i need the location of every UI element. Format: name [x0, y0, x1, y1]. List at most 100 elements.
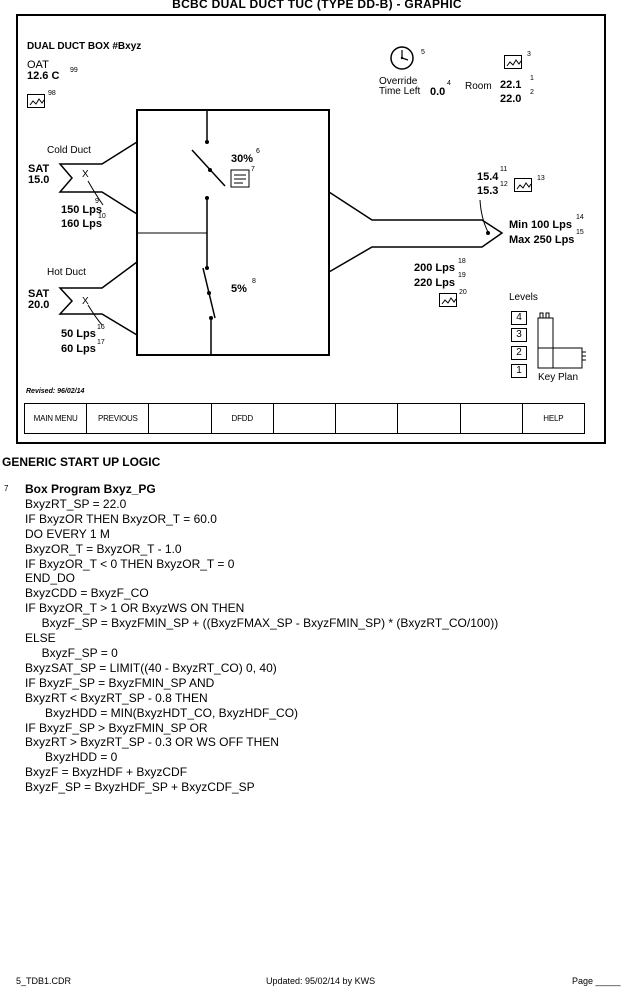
hot-duct-label: Hot Duct — [47, 267, 86, 278]
section-title: GENERIC START UP LOGIC — [2, 455, 161, 469]
footer-updated: Updated: 95/02/14 by KWS — [266, 976, 376, 986]
code-line: BxyzF = BxyzHDF + BxyzCDF — [25, 765, 188, 780]
code-ref: 7 — [4, 484, 9, 493]
oat-label: OAT — [27, 59, 49, 71]
level-1-button[interactable]: 1 — [511, 364, 527, 378]
oat-trend-ref: 98 — [48, 90, 56, 97]
override-label: Override — [379, 76, 418, 87]
cold-sat-label: SAT — [28, 163, 50, 175]
discharge-temp-sp-ref: 12 — [500, 181, 508, 188]
code-line: IF BxyzOR_T > 1 OR BxyzWS ON THEN — [25, 601, 245, 616]
box-name: DUAL DUCT BOX #Bxyz — [27, 41, 142, 52]
hot-sat-value: 20.0 — [28, 299, 50, 311]
hot-sat-label: SAT — [28, 288, 50, 300]
graphic-panel — [16, 14, 606, 444]
code-line: BxyzOR_T = BxyzOR_T - 1.0 — [25, 541, 182, 556]
dfdd-button[interactable]: DFDD — [212, 404, 274, 433]
level-2-button[interactable]: 2 — [511, 346, 527, 360]
hot-damper-ref: 8 — [252, 278, 256, 285]
code-line: BxyzCDD = BxyzF_CO — [25, 586, 149, 601]
help-button[interactable]: HELP — [543, 414, 564, 423]
discharge-flow-sp-ref: 19 — [458, 272, 466, 279]
code-line: BxyzHDD = 0 — [25, 750, 118, 765]
discharge-flow-trend-icon[interactable] — [439, 293, 457, 307]
levels-label: Levels — [509, 292, 538, 303]
svg-text:X: X — [82, 169, 89, 180]
menu-slot-6[interactable] — [336, 404, 399, 433]
code-line: BxyzHDD = MIN(BxyzHDT_CO, BxyzHDF_CO) — [25, 705, 299, 720]
code-line: DO EVERY 1 M — [25, 526, 110, 541]
discharge-temp-trend-icon[interactable] — [514, 178, 532, 192]
room-trend-ref: 3 — [527, 51, 531, 58]
cold-sat-value: 15.0 — [28, 174, 50, 186]
oat-value: 12.6 C — [27, 70, 60, 82]
key-plan-label: Key Plan — [538, 372, 579, 383]
discharge-temp-ref: 11 — [500, 166, 508, 173]
room-temp-ref: 1 — [530, 75, 534, 82]
code-line: BxyzF_SP = BxyzFMIN_SP + ((BxyzFMAX_SP -… — [25, 616, 499, 631]
cold-damper-blade — [191, 149, 226, 187]
code-line: IF BxyzOR THEN BxyzOR_T = 60.0 — [25, 511, 217, 526]
menu-slot-8[interactable] — [461, 404, 523, 433]
override-value: 0.0 — [430, 86, 446, 98]
hot-flow: 50 Lps — [61, 328, 96, 340]
cold-flow: 150 Lps — [61, 204, 102, 216]
menu-slot-3[interactable] — [149, 404, 212, 433]
time-left-label: Time Left — [379, 86, 421, 97]
note-ref: 7 — [251, 166, 255, 173]
discharge-temp: 15.4 — [477, 171, 499, 183]
code-line: END_DO — [25, 571, 76, 586]
oat-trend-icon[interactable] — [27, 94, 45, 108]
code-line: BxyzRT > BxyzRT_SP - 0.3 OR WS OFF THEN — [25, 735, 279, 750]
cold-duct — [58, 141, 138, 215]
code-line: IF BxyzOR_T < 0 THEN BxyzOR_T = 0 — [25, 556, 235, 571]
level-4-button[interactable]: 4 — [511, 311, 527, 325]
hot-flow-ref: 16 — [97, 324, 105, 331]
code-line: IF BxyzF_SP > BxyzFMIN_SP OR — [25, 720, 208, 735]
discharge-min: Min 100 Lps — [509, 219, 572, 231]
cold-flow-sp: 160 Lps — [61, 218, 102, 230]
main-menu-button[interactable]: MAIN MENU — [25, 404, 88, 433]
logic-code: Box Program Bxyz_PG BxyzRT_SP = 22.0 IF … — [25, 482, 498, 795]
previous-button[interactable]: PREVIOUS — [87, 404, 150, 433]
menu-bar: MAIN MENU PREVIOUS DFDD HELP — [24, 403, 585, 434]
footer-page: Page _____ — [572, 976, 621, 986]
cold-flow-ref: 9 — [95, 198, 99, 205]
code-line: Box Program Bxyz_PG — [25, 482, 156, 496]
discharge-trend-ref: 13 — [537, 175, 545, 182]
cold-flow-sp-ref: 10 — [98, 213, 106, 220]
discharge-duct — [328, 191, 504, 273]
code-line: BxyzRT_SP = 22.0 — [25, 496, 127, 511]
svg-text:X: X — [82, 296, 89, 307]
clock-icon — [390, 46, 414, 70]
discharge-temp-sp: 15.3 — [477, 185, 499, 197]
room-setpoint-ref: 2 — [530, 89, 534, 96]
level-3-button[interactable]: 3 — [511, 328, 527, 342]
room-label: Room — [465, 81, 492, 92]
room-setpoint: 22.0 — [500, 93, 522, 105]
room-trend-icon[interactable] — [504, 55, 522, 69]
note-icon — [230, 169, 250, 188]
discharge-min-ref: 14 — [576, 214, 584, 221]
hot-flow-sp-ref: 17 — [97, 339, 105, 346]
discharge-flow-trend-ref: 20 — [459, 289, 467, 296]
code-line: BxyzSAT_SP = LIMIT((40 - BxyzRT_CO) 0, 4… — [25, 660, 277, 675]
code-line: BxyzRT < BxyzRT_SP - 0.8 THEN — [25, 690, 208, 705]
cold-damper-ref: 6 — [256, 148, 260, 155]
revised-date: Revised: 96/02/14 — [26, 388, 85, 395]
code-line: BxyzF_SP = BxyzHDF_SP + BxyzCDF_SP — [25, 780, 255, 795]
menu-slot-5[interactable] — [274, 404, 337, 433]
discharge-max: Max 250 Lps — [509, 234, 575, 246]
discharge-flow: 200 Lps — [414, 262, 455, 274]
cold-damper-value: 30% — [231, 153, 254, 165]
hot-damper-value: 5% — [231, 283, 247, 295]
menu-slot-7[interactable] — [398, 404, 461, 433]
duct-diagram: X X — [58, 46, 586, 369]
hot-flow-sp: 60 Lps — [61, 343, 96, 355]
code-line: BxyzF_SP = 0 — [25, 645, 118, 660]
discharge-max-ref: 15 — [576, 229, 584, 236]
discharge-flow-ref: 18 — [458, 258, 466, 265]
hot-duct — [58, 261, 138, 336]
footer-file: 5_TDB1.CDR — [16, 976, 72, 986]
code-line: IF BxyzF_SP = BxyzFMIN_SP AND — [25, 675, 215, 690]
